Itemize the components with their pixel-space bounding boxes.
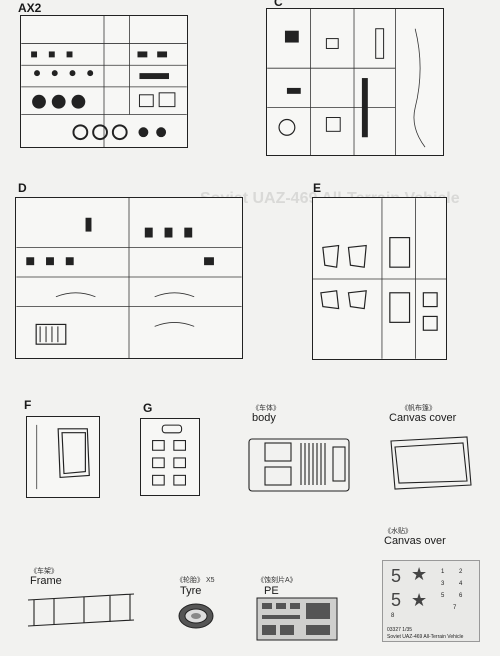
sprue-d-drawing [16,198,242,358]
sprue-f-drawing [36,424,90,490]
pe-fret-drawing [256,597,338,641]
sprue-e [312,197,447,360]
star-icon: ★ [411,564,428,584]
decal-sheet: 5 ★ 5 ★ 1 2 3 4 5 6 7 8 03327 1/35 Sovie… [382,560,480,642]
tyre-quantity: X5 [205,577,215,584]
sprue-g-drawing [152,424,186,486]
decal-number-2: 2 [459,569,463,575]
sprue-label-g: G [143,401,153,415]
sprue-label-ax2: AX2 [18,1,42,15]
decal-number-8: 8 [391,613,395,619]
tyre-label-cn: 《轮胎》 X5 [176,575,215,587]
sprue-c [266,8,444,156]
frame-label: Frame [30,575,62,587]
decal-big-number-1: 5 [391,566,402,586]
frame-part-drawing [24,590,142,636]
sprue-g [140,418,200,496]
decal-big-number-2: 5 [391,590,402,610]
tyre-label: Tyre [180,585,202,597]
sprue-label-d: D [18,181,27,195]
canvas-cover-label-cn: 《帆布篷》 [401,405,436,412]
tyre-part-drawing [176,600,216,632]
body-label-cn: 《车体》 [252,405,280,412]
canvas-over-label: Canvas over [384,535,446,547]
sprue-label-c: C [274,0,283,9]
canvas-cover-part-drawing [387,433,475,493]
decal-number-4: 4 [459,581,463,587]
decal-caption-title: Soviet UAZ-469 All-Terrain Vehicle [387,634,464,640]
decal-number-3: 3 [441,581,445,587]
decal-number-7: 7 [453,605,457,611]
body-part-drawing [245,433,355,496]
canvas-cover-label: Canvas cover [389,412,457,424]
sprue-f [26,416,100,498]
decal-caption-code-text: 03327 [387,627,401,633]
sprue-label-f: F [24,398,32,412]
body-label: body [252,412,276,424]
pe-label-cn: 《蚀刻片A》 [257,577,297,584]
decal-caption-scale-text: 1/35 [402,627,413,633]
sprue-label-e: E [313,181,322,195]
frame-label-cn: 《车架》 [30,568,58,575]
tyre-label-cn-text: 《轮胎》 [176,577,204,584]
decal-number-1: 1 [441,569,445,575]
sprue-e-drawing [313,198,446,359]
canvas-over-label-cn: 《水贴》 [384,528,412,535]
pe-label: PE [264,585,279,597]
sprue-d [15,197,243,359]
decal-caption-code: 03327 1/35 [387,627,412,633]
sprue-ax2 [20,15,188,148]
sprue-c-drawing [267,9,426,155]
sprue-ax2-drawing [21,16,187,147]
star-icon: ★ [411,590,428,610]
decal-number-5: 5 [441,593,445,599]
decal-number-6: 6 [459,593,463,599]
